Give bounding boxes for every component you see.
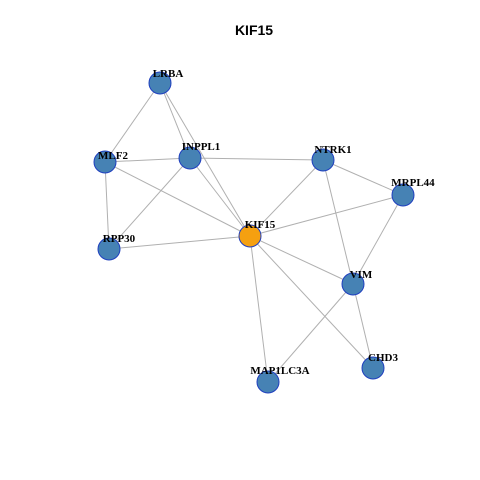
edge-lrba-kif15 bbox=[159, 82, 251, 237]
node-label-map1lc3a: MAP1LC3A bbox=[250, 365, 309, 377]
node-label-inppl1: INPPL1 bbox=[182, 141, 221, 153]
edge-kif15-rpp30 bbox=[108, 235, 251, 250]
node-inppl1 bbox=[178, 146, 202, 170]
edge-mlf2-kif15 bbox=[104, 161, 251, 237]
edge-kif15-chd3 bbox=[249, 235, 374, 369]
node-kif15 bbox=[238, 224, 262, 248]
node-label-ntrk1: NTRK1 bbox=[314, 144, 351, 156]
edge-mlf2-inppl1 bbox=[104, 157, 191, 163]
node-label-rpp30: RPP30 bbox=[103, 233, 136, 245]
node-label-mrpl44: MRPL44 bbox=[391, 177, 435, 189]
node-lrba bbox=[148, 71, 172, 95]
node-label-vim: VIM bbox=[350, 269, 373, 281]
node-rpp30 bbox=[97, 237, 121, 261]
edge-vim-chd3 bbox=[352, 283, 374, 369]
node-mrpl44 bbox=[391, 183, 415, 207]
edge-layer bbox=[104, 82, 404, 383]
edge-lrba-inppl1 bbox=[159, 82, 191, 159]
edge-kif15-vim bbox=[249, 235, 354, 285]
edge-lrba-mlf2 bbox=[104, 82, 161, 163]
node-ntrk1 bbox=[311, 148, 335, 172]
edge-mrpl44-kif15 bbox=[249, 194, 404, 237]
edge-vim-map1lc3a bbox=[267, 283, 354, 383]
node-label-chd3: CHD3 bbox=[368, 352, 398, 364]
edge-ntrk1-kif15 bbox=[249, 159, 324, 237]
node-mlf2 bbox=[93, 150, 117, 174]
edge-inppl1-kif15 bbox=[189, 157, 251, 237]
edge-mrpl44-vim bbox=[352, 194, 404, 285]
node-label-lrba: LRBA bbox=[153, 68, 184, 80]
edge-ntrk1-vim bbox=[322, 159, 354, 285]
edge-mlf2-rpp30 bbox=[104, 161, 110, 250]
node-map1lc3a bbox=[256, 370, 280, 394]
node-vim bbox=[341, 272, 365, 296]
graph-title: KIF15 bbox=[235, 22, 273, 38]
node-label-mlf2: MLF2 bbox=[98, 150, 128, 162]
node-chd3 bbox=[361, 356, 385, 380]
edge-inppl1-ntrk1 bbox=[189, 157, 324, 161]
edge-inppl1-rpp30 bbox=[108, 157, 191, 250]
edge-kif15-map1lc3a bbox=[249, 235, 269, 383]
node-layer bbox=[93, 71, 415, 394]
node-label-kif15: KIF15 bbox=[245, 219, 276, 231]
edge-ntrk1-mrpl44 bbox=[322, 159, 404, 196]
